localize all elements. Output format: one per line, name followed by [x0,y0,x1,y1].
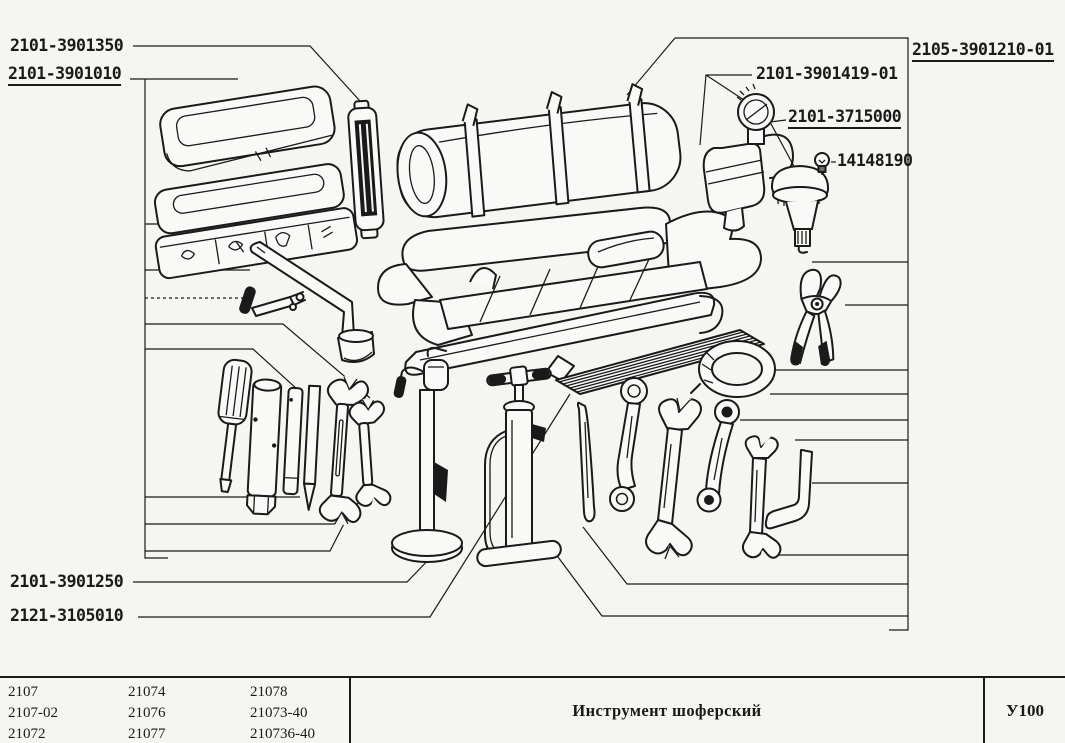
part-label-3715000: 2101-3715000 [788,107,902,129]
small-bulb-drawing [815,153,829,175]
sheet-title-text: Инструмент шоферский [572,700,762,720]
crank-handle-drawing [239,286,305,316]
model-column-1: 2107 2107-02 21072 [8,682,128,743]
part-label-3105010: 2121-3105010 [10,606,124,625]
model-number: 21073-40 [250,705,308,721]
small-double-wrench-drawing [743,435,781,562]
sheet-code: У100 [983,678,1065,743]
model-number: 21072 [8,726,46,742]
double-open-wrench-drawing [646,397,701,560]
part-label-3901350: 2101-3901350 [10,36,124,55]
jack-drawing [392,348,462,562]
part-label-3901010: 2101-3901010 [8,64,122,86]
ribbed-plate-drawing [546,330,764,394]
open-end-wrench-large-drawing [319,376,370,525]
handle-strip-drawing [347,100,384,239]
title-block: 2107 2107-02 21072 21074 21076 21077 210… [0,676,1065,743]
model-number: 210736-40 [250,726,315,742]
part-label-14148190: 14148190 [837,151,913,170]
model-column-3: 21078 21073-40 210736-40 [250,682,349,743]
tire-pump-drawing [476,363,561,567]
spark-plug-socket-drawing [247,379,282,515]
model-number: 2107-02 [8,705,58,721]
pliers-drawing [790,269,842,366]
tool-bag-rolled-drawing [390,77,685,225]
box-wrench-drawing [610,378,647,511]
part-label-3901419: 2101-3901419-01 [756,64,898,83]
model-number: 21074 [128,684,166,700]
open-end-wrench-small-drawing [349,399,391,510]
model-number: 21076 [128,705,166,721]
part-label-3901210: 2105-3901210-01 [912,40,1054,62]
model-number: 21078 [250,684,288,700]
gauge-pouch-drawing [704,84,793,231]
drift-punch-drawing [303,386,320,510]
part-label-3901250: 2101-3901250 [10,572,124,591]
tire-lever-drawing [578,403,595,522]
offset-box-wrench-drawing [698,400,740,512]
extension-tube-drawing [283,388,303,495]
model-number: 2107 [8,684,38,700]
screwdriver-drawing [209,359,253,493]
model-number: 21077 [128,726,166,742]
portable-lamp-drawing [772,166,828,253]
model-list-cell: 2107 2107-02 21072 21074 21076 21077 210… [0,678,349,743]
sheet-code-text: У100 [1006,700,1044,720]
tool-bag-open-drawing [378,208,761,375]
exploded-parts-diagram [0,0,1065,676]
sheet-title: Инструмент шоферский [349,678,983,743]
toolbox-open-drawing [147,161,358,279]
hex-key-drawing [766,450,812,528]
toolbox-closed-drawing [158,84,338,175]
model-column-2: 21074 21076 21077 [128,682,250,743]
coiled-hose-drawing [691,341,775,397]
lug-wrench-drawing [251,242,374,362]
